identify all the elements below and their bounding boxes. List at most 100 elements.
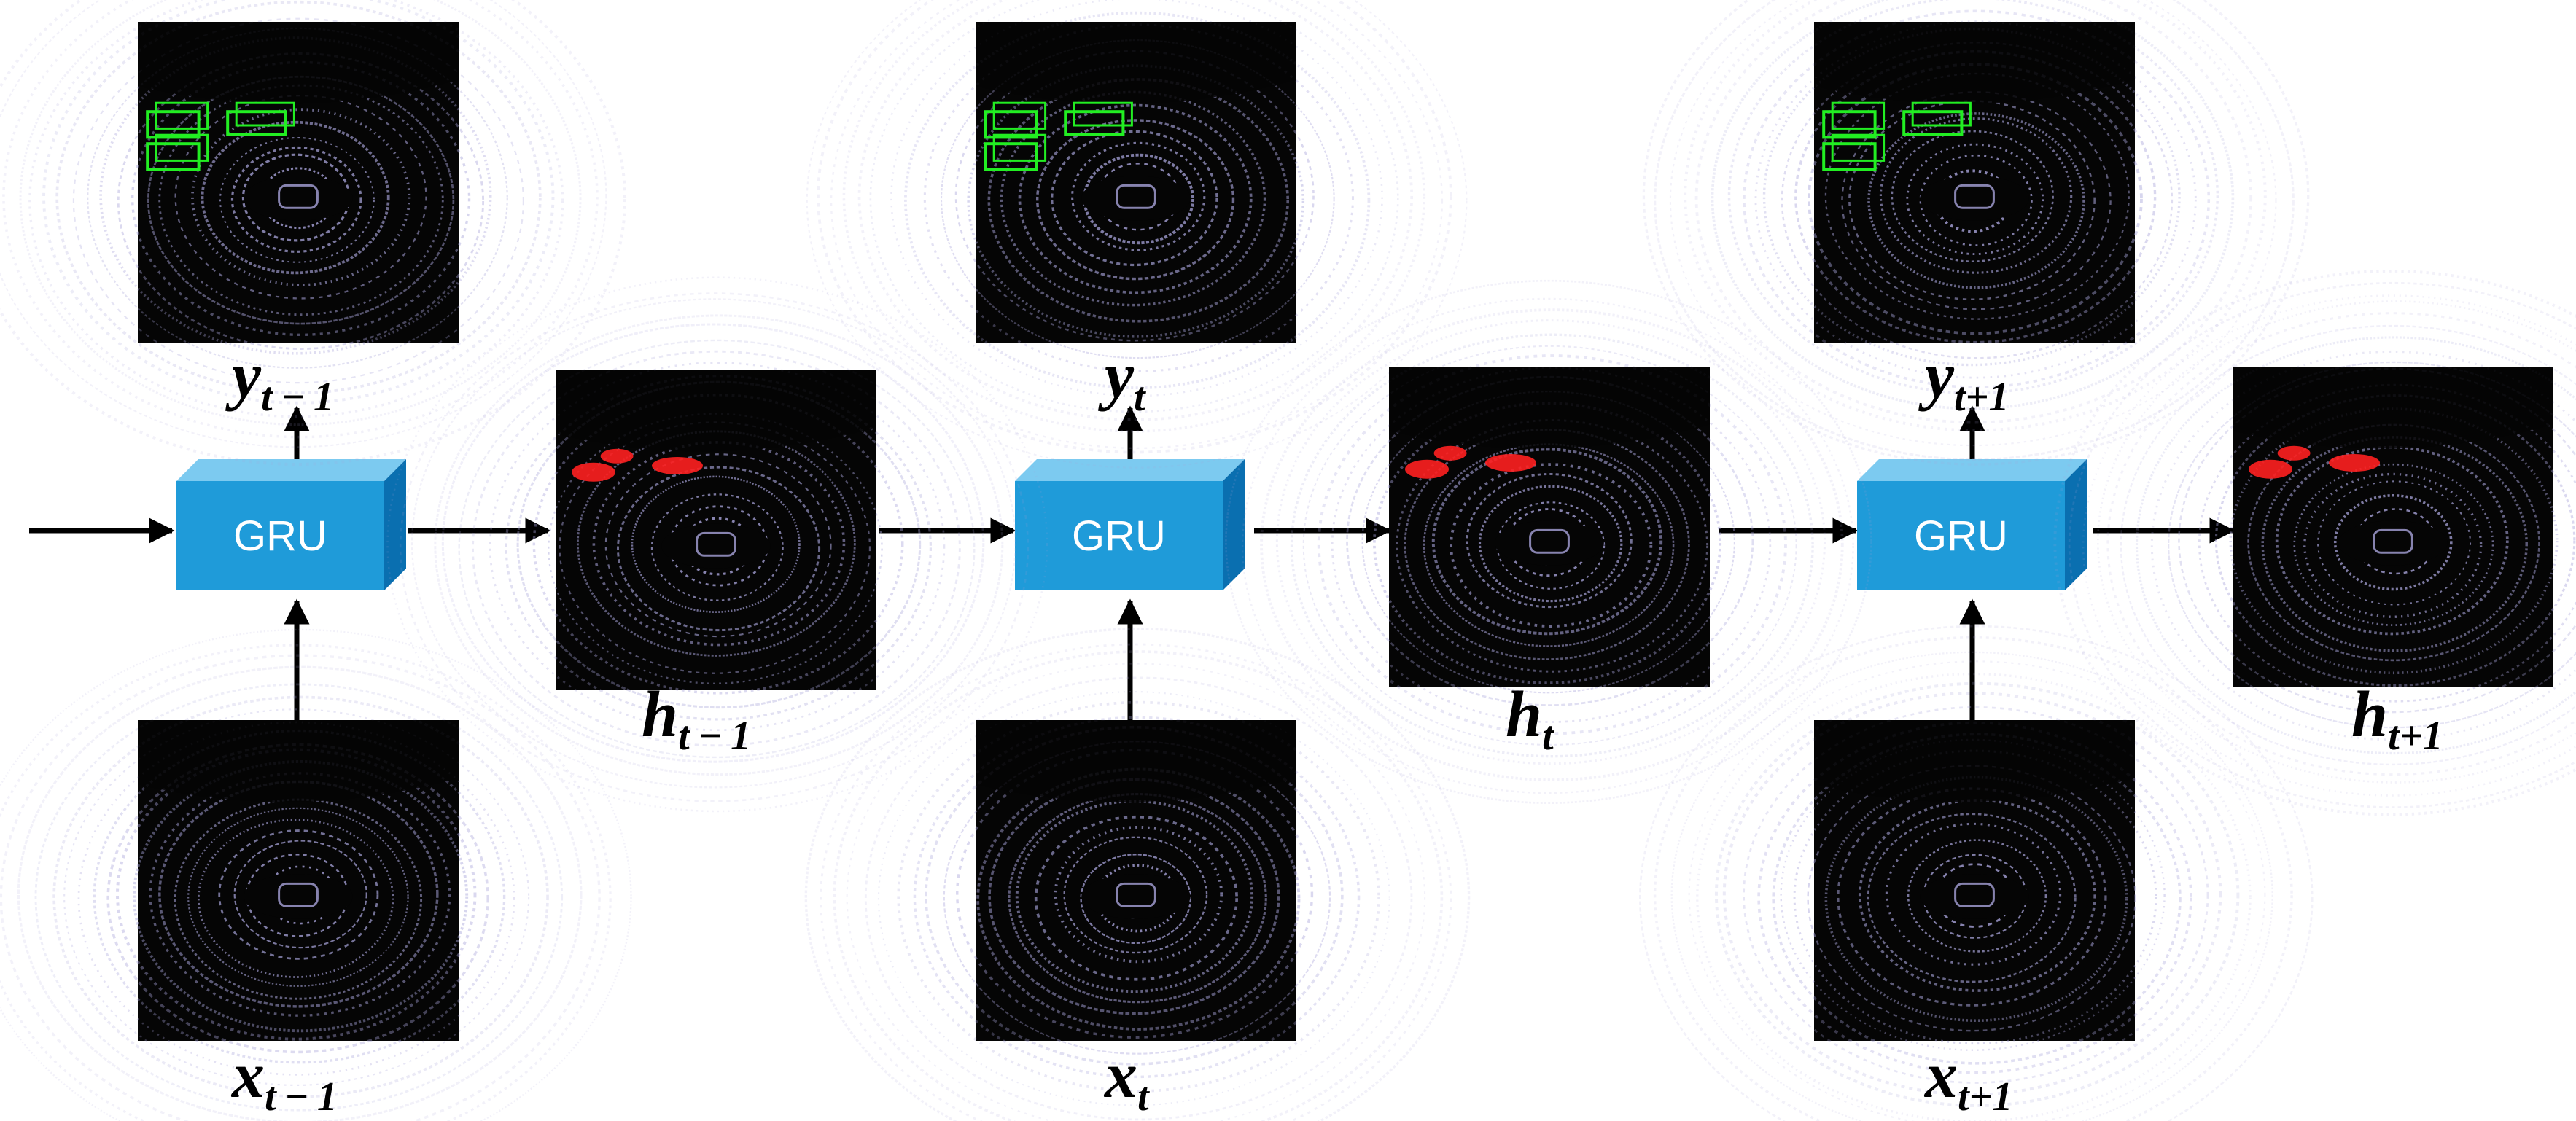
ego-vehicle-shadow [1920,176,2029,221]
ego-vehicle [1954,184,1995,209]
lidar-ring [1466,472,1633,609]
ego-vehicle-shadow [1081,874,1191,919]
gru-side-face [384,459,406,590]
highlighted-region [2249,459,2292,479]
ego-vehicle-shadow [244,874,353,919]
lidar-ring [923,23,1355,372]
lidar-ring [52,695,549,1098]
occlusion-region [2233,367,2553,449]
lidar-ring [1496,501,1606,590]
lidar-ring [1000,90,1266,307]
detection-box [1822,133,1886,171]
lidar-ring [0,644,612,1121]
lidar-ring [1714,681,2240,1107]
highlighted-region [1485,454,1536,472]
lidar-ring [1654,0,2295,461]
lidar-ring [833,650,1444,1121]
lidar-ring [197,819,394,978]
lidar-ring [1071,141,1206,251]
lidar-ring [988,778,1280,1015]
input-point-cloud-panel [1639,625,2314,1121]
lidar-ring [0,628,632,1121]
highlighted-region [2329,454,2380,472]
lidar-ring [846,663,1426,1121]
lidar-ring [830,0,1443,449]
lidar-ring [817,0,1452,454]
lidar-ring [1035,119,1235,281]
lidar-ring [386,276,1048,813]
detection-box [226,101,295,136]
lidar-ring [1684,0,2267,432]
lidar-ring [0,0,607,448]
occlusion-region [976,22,1296,104]
lidar-ring [592,441,846,647]
ego-vehicle [696,531,736,557]
lidar-ring [1450,463,1653,628]
lidar-ring [106,743,490,1054]
lidar-ring [806,0,1468,469]
lidar-ring [2178,367,2576,714]
lidar-ring [1054,825,1223,964]
lidar-ring [1346,375,1754,706]
lidar-ring [1302,345,1797,746]
lidar-ring [1696,673,2252,1121]
lidar-ring [0,654,601,1121]
lidar-ring [1225,279,1872,805]
lidar-ring [19,0,582,426]
occlusion-region [138,22,459,104]
lidar-ring [967,64,1305,338]
highlighted-region [1433,445,1467,461]
highlighted-region [1405,459,1449,479]
ego-vehicle-shadow [1920,874,2029,919]
lidar-ring [0,0,626,466]
lidar-ring [1841,91,2112,310]
lidar-ring [913,716,1361,1079]
lidar-ring [2053,270,2576,816]
lidar-ring [890,0,1383,397]
detection-box [1902,101,1972,136]
gru-top-face [1015,459,1245,481]
highlighted-region [652,457,703,474]
lidar-ring [1688,660,2266,1121]
lidar-ring [1743,9,2211,388]
lidar-ring [1669,0,2277,447]
lidar-ring [1639,625,2314,1121]
lidar-ring [842,0,1425,433]
gru-label: GRU [1914,512,2008,560]
lidar-ring [1317,354,1787,735]
lidar-ring [132,760,469,1033]
highlighted-region [600,448,634,464]
gru-block: GRU [1857,459,2087,590]
ego-vehicle [1954,882,1995,907]
ego-vehicle-shadow [661,523,771,569]
lidar-ring [410,298,1016,789]
lidar-ring [2275,445,2509,636]
lidar-ring [1794,50,2157,344]
lidar-ring [1772,733,2182,1065]
lidar-ring [869,0,1399,413]
gru-label: GRU [1072,512,1166,560]
lidar-ring [903,11,1371,390]
lidar-ring [532,394,904,695]
lidar-ring [2136,336,2576,755]
ego-vehicle [1116,184,1156,209]
lidar-ring [2229,407,2559,675]
lidar-ring [1867,112,2085,289]
lidar-ring [1373,402,1722,684]
lidar-ring [2333,493,2453,591]
lidar-ring [804,628,1471,1121]
gru-side-face [1223,459,1245,590]
lidar-ring [616,466,821,632]
gru-front-face [1015,481,1223,590]
lidar-ring [1711,0,2235,410]
highlighted-region [2277,445,2311,461]
lidar-ring [233,840,367,949]
lidar-ring [201,120,390,275]
lidar-ring [55,0,542,395]
gru-block: GRU [1015,459,1245,590]
lidar-ring [897,700,1380,1093]
lidar-ring [63,708,530,1086]
lidar-ring [42,0,555,405]
lidar-ring [1727,0,2219,395]
